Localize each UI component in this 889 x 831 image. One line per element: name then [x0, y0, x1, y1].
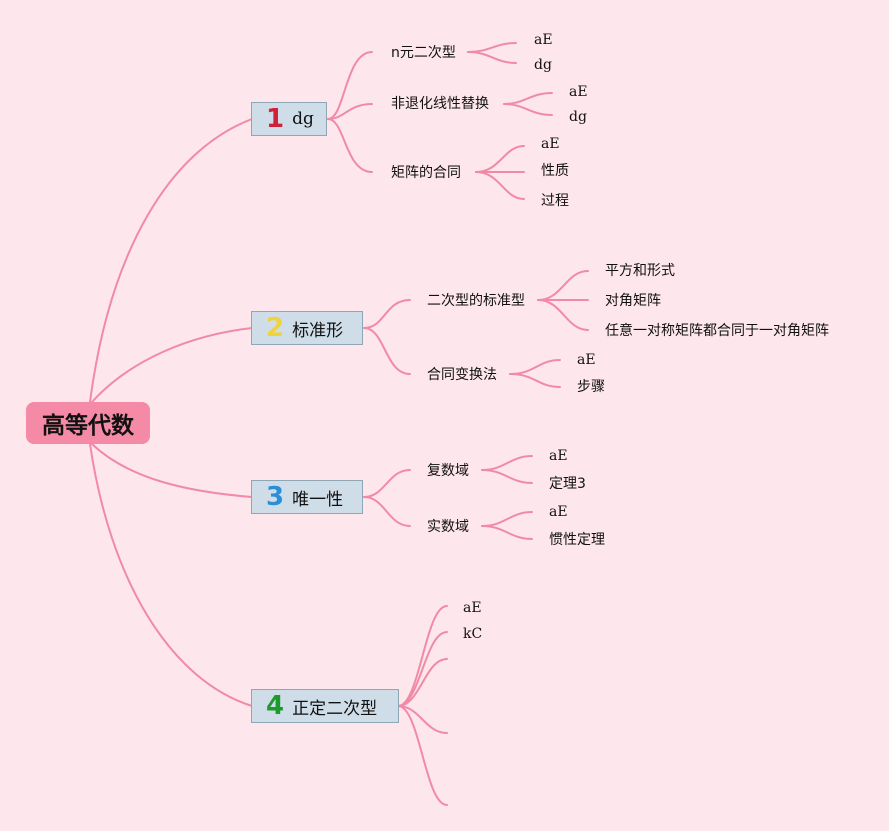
topic-n-quadratic[interactable]: n元二次型	[391, 45, 456, 61]
leaf-1-3-1[interactable]: aE	[541, 136, 560, 152]
branch-2[interactable]: 2 标准形	[251, 311, 363, 345]
branch-1-number: 1	[266, 104, 285, 134]
link-b4-c4	[397, 705, 448, 734]
link-b1-c3	[327, 118, 373, 173]
topic-matrix-congruence[interactable]: 矩阵的合同	[391, 165, 461, 181]
leaf-2-1-3[interactable]: 任意一对称矩阵都合同于一对角矩阵	[605, 323, 829, 339]
link-root-b3	[91, 443, 253, 498]
link-b4-c2	[397, 631, 448, 707]
leaf-2-1-1[interactable]: 平方和形式	[605, 263, 675, 279]
branch-4-label: 正定二次型	[292, 698, 378, 719]
link-b1c2-l1	[503, 92, 553, 105]
link-b2c2-l2	[509, 373, 561, 388]
link-b2c1-l3	[537, 299, 589, 331]
link-b1c2-l2	[503, 103, 553, 116]
leaf-1-1-2[interactable]: dg	[534, 57, 552, 73]
link-b3c1-l2	[481, 469, 533, 484]
leaf-3-2-1[interactable]: aE	[549, 504, 568, 520]
leaf-1-3-2[interactable]: 性质	[541, 163, 569, 179]
topic-real-field[interactable]: 实数域	[427, 519, 469, 535]
link-b1c3-l3	[475, 171, 525, 200]
branch-4-number: 4	[266, 691, 285, 721]
link-b2-c1	[363, 299, 411, 329]
link-b4-c5	[397, 705, 448, 806]
leaf-4-2[interactable]: kC	[463, 626, 483, 642]
link-b3c2-l1	[481, 511, 533, 527]
leaf-1-2-1[interactable]: aE	[569, 84, 588, 100]
branch-3[interactable]: 3 唯一性	[251, 480, 363, 514]
root-topic[interactable]: 高等代数	[26, 402, 150, 444]
link-root-b4	[89, 443, 253, 707]
leaf-3-1-1[interactable]: aE	[549, 448, 568, 464]
link-b3c1-l1	[481, 455, 533, 471]
topic-nondegenerate-substitution[interactable]: 非退化线性替换	[391, 96, 489, 112]
link-b1c1-l1	[467, 42, 517, 53]
link-b1c1-l2	[467, 51, 517, 64]
link-b4-c3	[397, 658, 448, 707]
link-root-b2	[91, 327, 253, 403]
leaf-1-2-2[interactable]: dg	[569, 109, 587, 125]
topic-canonical-form[interactable]: 二次型的标准型	[427, 293, 525, 309]
link-b3-c1	[363, 469, 411, 498]
link-b2c1-l1	[537, 270, 589, 301]
topic-complex-field[interactable]: 复数域	[427, 463, 469, 479]
link-b3c2-l2	[481, 525, 533, 540]
leaf-2-2-1[interactable]: aE	[577, 352, 596, 368]
branch-3-number: 3	[266, 482, 285, 512]
link-b1c3-l1	[475, 145, 525, 173]
leaf-2-2-2[interactable]: 步骤	[577, 379, 605, 395]
link-b2-c2	[363, 327, 411, 375]
topic-congruent-transformation[interactable]: 合同变换法	[427, 367, 497, 383]
root-topic-label: 高等代数	[42, 413, 134, 439]
link-b1-c2	[327, 103, 373, 120]
leaf-3-2-2[interactable]: 惯性定理	[549, 532, 605, 548]
leaf-2-1-2[interactable]: 对角矩阵	[605, 293, 661, 309]
link-b1-c1	[327, 51, 373, 120]
branch-2-number: 2	[266, 313, 285, 343]
branch-4[interactable]: 4 正定二次型	[251, 689, 399, 723]
leaf-1-3-3[interactable]: 过程	[541, 193, 569, 209]
link-b3-c2	[363, 496, 411, 527]
branch-3-label: 唯一性	[292, 489, 344, 510]
leaf-3-1-2[interactable]: 定理3	[549, 476, 586, 492]
branch-1[interactable]: 1 dg	[251, 102, 327, 136]
leaf-4-1[interactable]: aE	[463, 600, 482, 616]
branch-1-label: dg	[292, 109, 314, 129]
leaf-1-1-1[interactable]: aE	[534, 32, 553, 48]
link-b4-c1	[397, 605, 448, 707]
link-b2c2-l1	[509, 359, 561, 375]
link-root-b1	[89, 118, 253, 403]
branch-2-label: 标准形	[292, 320, 344, 341]
